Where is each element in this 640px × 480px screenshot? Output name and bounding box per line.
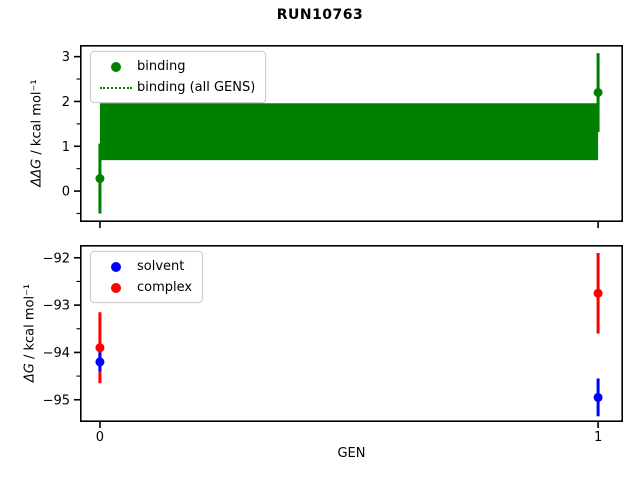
y-tick-label: 2	[62, 95, 70, 110]
y-tick-label: 0	[62, 185, 70, 200]
confidence-band	[99, 103, 599, 161]
y-tick-label: −92	[43, 251, 70, 266]
legend-label: binding (all GENS)	[137, 80, 256, 95]
x-axis-label: GEN	[337, 446, 366, 461]
data-point	[95, 357, 105, 367]
legend-label: binding	[137, 59, 186, 74]
legend-label: solvent	[137, 259, 185, 274]
x-tick-label: 1	[594, 430, 602, 445]
legend-dg: solvent complex	[90, 251, 204, 303]
y-tick-label: −93	[43, 299, 70, 314]
legend-item-binding-all-gens: binding (all GENS)	[97, 77, 255, 98]
y-tick-label: 1	[62, 140, 70, 155]
y-tick-label: 3	[62, 50, 70, 65]
ylabel-ddg-symbol: ΔΔG	[29, 158, 45, 187]
dotted-line-icon	[97, 86, 135, 89]
complex-marker-icon	[97, 282, 135, 293]
x-tick-label: 0	[96, 430, 104, 445]
figure-title: RUN10763	[276, 7, 364, 23]
legend-item-solvent: solvent	[97, 256, 192, 277]
data-point	[95, 343, 105, 353]
ylabel-ddg-unit: / kcal mol⁻¹	[29, 79, 45, 159]
y-tick-label: −95	[43, 393, 70, 408]
ylabel-dg-symbol: ΔG	[22, 363, 38, 383]
data-point	[593, 87, 603, 97]
ylabel-dg-unit: / kcal mol⁻¹	[22, 283, 38, 364]
data-point	[593, 392, 603, 402]
ylabel-ddg: ΔΔG / kcal mol⁻¹	[30, 79, 45, 186]
plot-dg: −92 −93 −94 −95 0 1	[43, 245, 624, 445]
ylabel-dg: ΔG / kcal mol⁻¹	[23, 284, 38, 382]
axes: 0 1 2 3	[62, 45, 624, 228]
legend-item-complex: complex	[97, 277, 192, 298]
data-point	[95, 174, 105, 184]
spines	[80, 245, 624, 422]
solvent-marker-icon	[97, 261, 135, 272]
plot-binding: 0 1 2 3	[62, 45, 624, 228]
legend-binding: binding binding (all GENS)	[90, 51, 267, 103]
axes: −92 −93 −94 −95 0 1	[43, 245, 624, 445]
spines	[80, 45, 624, 222]
y-tick-label: −94	[43, 346, 70, 361]
binding-marker-icon	[97, 61, 135, 72]
legend-label: complex	[137, 280, 193, 295]
data-point	[593, 288, 603, 298]
legend-item-binding: binding	[97, 56, 255, 77]
